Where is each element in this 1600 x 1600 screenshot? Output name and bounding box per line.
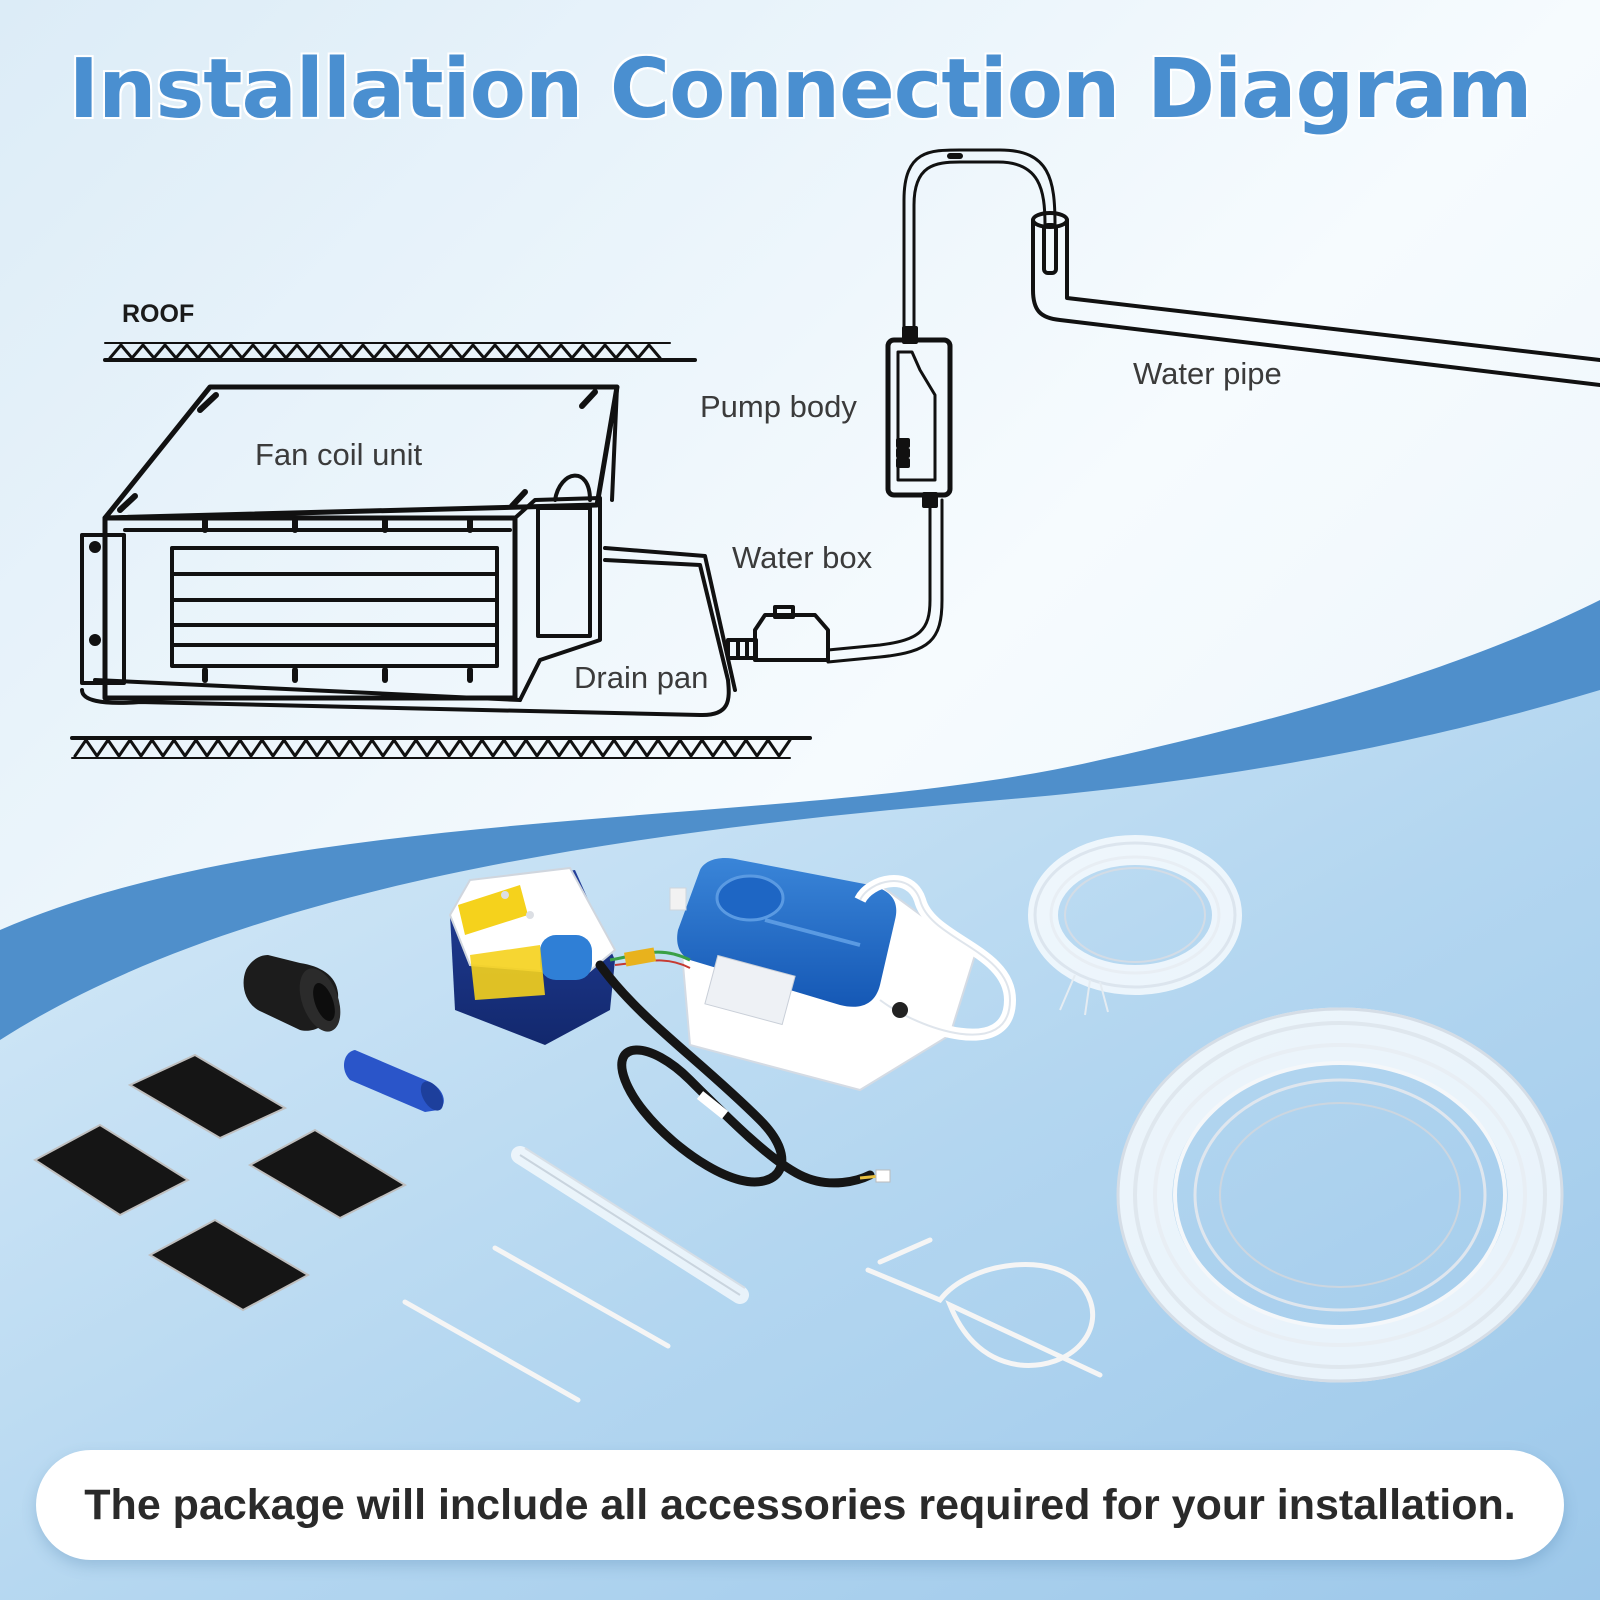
fan-coil-unit — [80, 384, 737, 718]
footer-banner: The package will include all accessories… — [36, 1450, 1564, 1560]
water-pipe — [1031, 211, 1600, 387]
page-title: Installation Connection Diagram — [68, 42, 1533, 137]
blue-connector — [343, 1050, 444, 1112]
velcro-strips — [33, 1053, 408, 1312]
clear-tube — [511, 1146, 749, 1304]
large-tube-coil — [1116, 1007, 1564, 1383]
main-pump — [669, 858, 1017, 1092]
rubber-adapter — [243, 955, 341, 1032]
installation-diagram — [70, 148, 1600, 759]
riser-tube — [902, 148, 1057, 332]
water-box — [726, 605, 830, 662]
small-tube-coil — [1028, 835, 1242, 1016]
roof-hatch — [103, 342, 697, 362]
cable-ties — [402, 1237, 1103, 1403]
power-cable — [595, 960, 875, 1188]
pump-body — [885, 326, 953, 508]
label-roof: ROOF — [122, 300, 195, 328]
label-fan-coil-unit: Fan coil unit — [255, 437, 423, 472]
label-pump-body: Pump body — [700, 389, 857, 424]
float-sensor — [448, 866, 617, 1045]
label-drain-pan: Drain pan — [574, 660, 709, 695]
footer-text: The package will include all accessories… — [84, 1480, 1516, 1529]
light-wave — [0, 690, 1600, 1600]
label-water-pipe: Water pipe — [1133, 356, 1282, 391]
floor-hatch — [70, 736, 812, 759]
connecting-tube — [826, 498, 944, 664]
label-water-box: Water box — [732, 540, 873, 575]
